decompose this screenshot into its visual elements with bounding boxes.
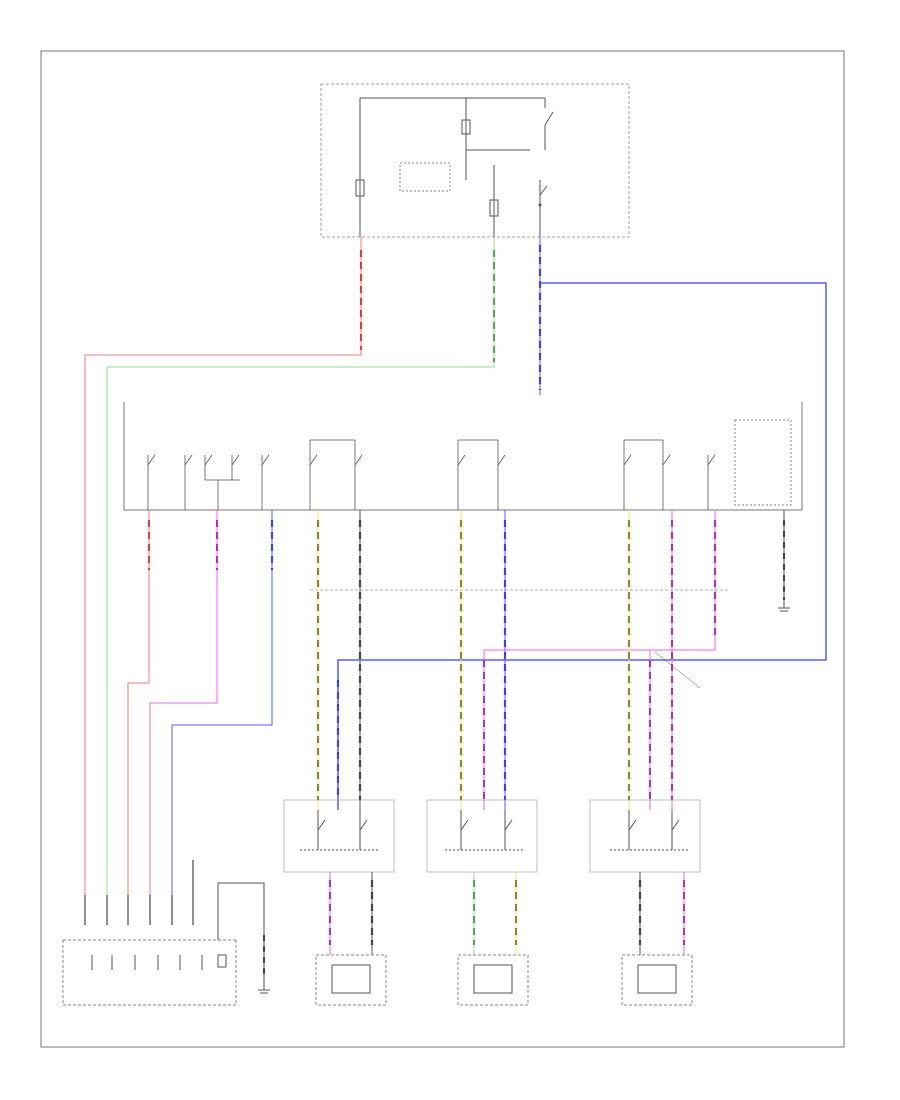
right-rear-window-motor bbox=[621, 954, 693, 1006]
master-switch-block bbox=[123, 402, 803, 612]
fuse-icon bbox=[461, 119, 471, 135]
relay-icon bbox=[544, 98, 554, 150]
fuse-icon bbox=[489, 199, 499, 217]
red-driver-wire bbox=[127, 510, 150, 895]
pink-driver-wire bbox=[149, 510, 218, 895]
relay-coil-box bbox=[399, 162, 451, 192]
switch-icon bbox=[300, 810, 380, 851]
switch-icon bbox=[445, 810, 525, 851]
passenger-window-motor bbox=[315, 954, 387, 1006]
driver-window-motor bbox=[62, 860, 270, 1006]
motor-icon bbox=[315, 954, 387, 1006]
fuse-icon bbox=[355, 179, 365, 197]
blue-driver-wire bbox=[171, 510, 273, 895]
motor-icon bbox=[457, 954, 529, 1006]
label-leader bbox=[654, 651, 701, 689]
green-feed-wire bbox=[106, 237, 495, 895]
left-rear-window-motor bbox=[457, 954, 529, 1006]
ground-icon bbox=[258, 989, 270, 994]
passenger-window-switch bbox=[283, 799, 395, 955]
right-rear-window-switch bbox=[589, 799, 701, 955]
switch-icon bbox=[610, 810, 690, 851]
fuse-relay-box bbox=[320, 83, 630, 238]
motor-icon bbox=[621, 954, 693, 1006]
red-feed-wire bbox=[84, 237, 362, 895]
diagram-frame bbox=[40, 50, 845, 1048]
blue-loop-wire bbox=[337, 282, 827, 810]
left-rear-window-switch bbox=[426, 799, 538, 955]
driver-ground-wire bbox=[217, 882, 265, 990]
